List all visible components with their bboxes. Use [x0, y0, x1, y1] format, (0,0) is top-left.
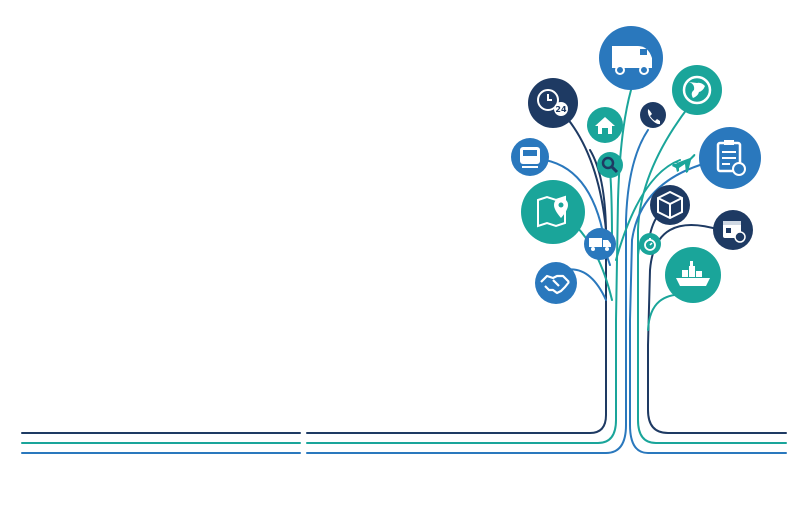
root-line [306, 319, 617, 444]
airplane-icon [672, 154, 696, 173]
globe-icon [682, 75, 712, 105]
node-delivery-van [599, 26, 663, 90]
branch-line [625, 129, 649, 311]
node-airplane [672, 154, 696, 173]
node-warehouse [587, 107, 623, 143]
root-line [629, 319, 787, 454]
train-icon [520, 147, 540, 168]
node-map-pin [521, 180, 585, 244]
node-search [597, 152, 623, 178]
phone-icon [647, 109, 660, 125]
handshake-icon [540, 274, 570, 295]
package-box-icon [657, 190, 683, 220]
root-line [306, 309, 627, 454]
node-cargo-ship [665, 247, 721, 303]
branch-line [609, 169, 613, 241]
node-phone [640, 102, 666, 128]
node-package [650, 185, 690, 225]
root-lines [21, 309, 787, 454]
node-handshake [535, 262, 577, 304]
stopwatch-icon [644, 238, 656, 251]
branch-line [647, 224, 721, 346]
calendar-clock-icon [723, 221, 746, 243]
node-clipboard [699, 127, 761, 189]
node-truck [584, 228, 616, 260]
clipboard-checklist-icon [716, 140, 746, 176]
branch-line [615, 89, 632, 321]
node-globe [672, 65, 722, 115]
node-train [511, 138, 549, 176]
root-line [637, 329, 787, 444]
warehouse-house-icon [595, 117, 615, 134]
root-line [306, 329, 607, 434]
node-calendar [713, 210, 753, 250]
map-pin-icon [537, 195, 568, 228]
cargo-ship-icon [676, 261, 710, 286]
branch-line [637, 104, 691, 331]
branch-line [615, 159, 681, 261]
delivery-van-icon [612, 46, 652, 75]
clock-24-icon: 24 [537, 89, 568, 116]
node-stopwatch [639, 233, 661, 255]
truck-icon [589, 238, 611, 251]
root-line [647, 344, 787, 434]
search-magnifier-icon [601, 156, 619, 174]
clock-badge-text: 24 [555, 105, 567, 114]
node-clock-24: 24 [528, 78, 578, 128]
